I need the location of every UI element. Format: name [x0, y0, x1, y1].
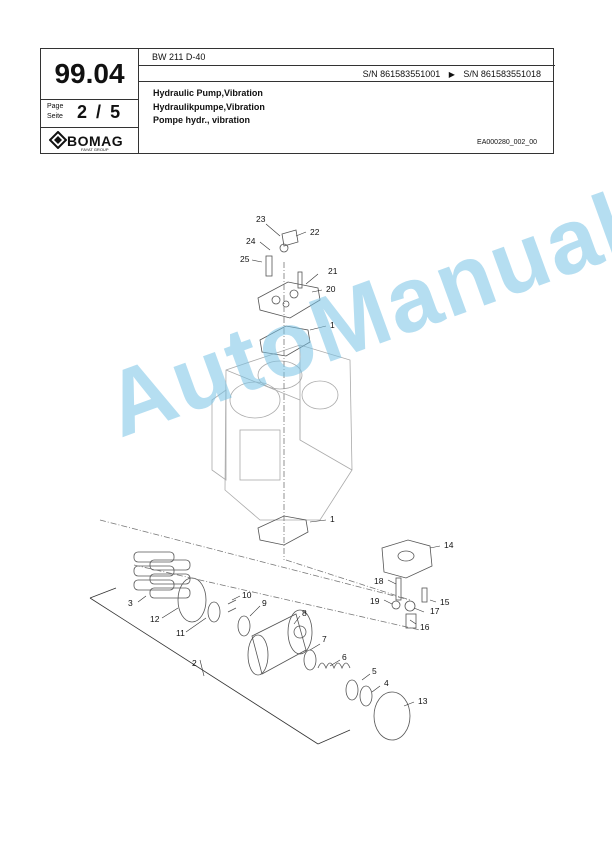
ring-5 — [345, 679, 359, 701]
serial-to: S/N 861583551018 — [463, 69, 541, 79]
center-line — [99, 262, 421, 631]
ring-4 — [359, 685, 373, 707]
screw-15 — [421, 587, 428, 603]
screw-21 — [297, 271, 303, 289]
callout-3: 3 — [128, 598, 133, 608]
callout-13: 13 — [418, 696, 428, 706]
page-labels: Page Seite — [47, 102, 63, 122]
callout-7: 7 — [322, 634, 327, 644]
callout-12: 12 — [150, 614, 160, 624]
callout-11: 11 — [176, 628, 185, 638]
callout-20: 20 — [326, 284, 336, 294]
header-table: 99.04 Page Seite 2 / 5 BOMAG FAYAT GROUP… — [40, 48, 555, 154]
callout-1-bottom: 1 — [330, 514, 335, 524]
cover-plate — [257, 281, 321, 319]
spring-6 — [317, 662, 351, 670]
document-id: EA000280_002_00 — [477, 139, 537, 146]
page-total: 5 — [110, 102, 123, 122]
ring-11 — [207, 601, 221, 623]
callout-22: 22 — [310, 227, 320, 237]
logo-subtext: FAYAT GROUP — [81, 147, 109, 152]
part-titles: Hydraulic Pump,Vibration Hydraulikpumpe,… — [153, 87, 265, 128]
valve-16 — [405, 613, 417, 629]
callout-21: 21 — [328, 266, 338, 276]
ring-7 — [303, 649, 317, 671]
ring-9 — [237, 615, 251, 637]
valve-plate — [373, 691, 411, 741]
callout-19: 19 — [370, 596, 380, 606]
piston-group — [133, 551, 191, 599]
callout-8: 8 — [302, 608, 307, 618]
retaining-plate — [177, 577, 207, 623]
nut-19 — [391, 600, 401, 610]
callout-10: 10 — [242, 590, 252, 600]
callout-9: 9 — [262, 598, 267, 608]
callout-25: 25 — [240, 254, 250, 264]
pump-housing — [211, 344, 353, 521]
group-bracket-2 — [89, 587, 351, 745]
serial-from: S/N 861583551001 — [362, 69, 441, 79]
oring-24 — [279, 243, 289, 253]
callout-23: 23 — [256, 214, 266, 224]
callout-16: 16 — [420, 622, 430, 632]
side-cover — [381, 539, 433, 579]
machine-model: BW 211 D-40 — [138, 49, 555, 66]
callout-24: 24 — [246, 236, 256, 246]
callout-4: 4 — [384, 678, 389, 688]
cylinder-block — [247, 609, 313, 676]
leader-lines — [137, 223, 441, 707]
bomag-logo-icon — [49, 131, 67, 149]
callout-15: 15 — [440, 597, 450, 607]
section-number: 99.04 — [41, 49, 138, 100]
serial-arrow-icon: ▶ — [448, 70, 455, 79]
callout-18: 18 — [374, 576, 384, 586]
screw-18 — [395, 577, 402, 601]
callout-1-top: 1 — [330, 320, 335, 330]
callout-14: 14 — [444, 540, 454, 550]
title-english: Hydraulic Pump,Vibration — [153, 88, 263, 98]
pins-10 — [227, 599, 237, 613]
gasket-top — [259, 325, 311, 357]
page-label-de: Seite — [47, 113, 63, 120]
page-indicator: Page Seite 2 / 5 — [41, 99, 138, 128]
callout-5: 5 — [372, 666, 377, 676]
serial-range: S/N 861583551001 ▶ S/N 861583551018 — [138, 66, 553, 82]
callout-6: 6 — [342, 652, 347, 662]
title-german: Hydraulikpumpe,Vibration — [153, 101, 265, 112]
title-french: Pompe hydr., vibration — [153, 115, 251, 125]
callout-2: 2 — [192, 658, 197, 668]
header-left-column: 99.04 Page Seite 2 / 5 BOMAG FAYAT GROUP — [41, 49, 139, 153]
page-label-en: Page — [47, 103, 64, 110]
page-current: 2 — [77, 102, 90, 122]
page-separator: / — [96, 102, 104, 122]
logo-text: BOMAG — [67, 133, 124, 149]
callout-17: 17 — [430, 606, 440, 616]
washer-17 — [404, 600, 416, 612]
screw-25 — [265, 255, 273, 277]
plug-22 — [281, 229, 299, 247]
page-number: 2 / 5 — [77, 102, 122, 123]
